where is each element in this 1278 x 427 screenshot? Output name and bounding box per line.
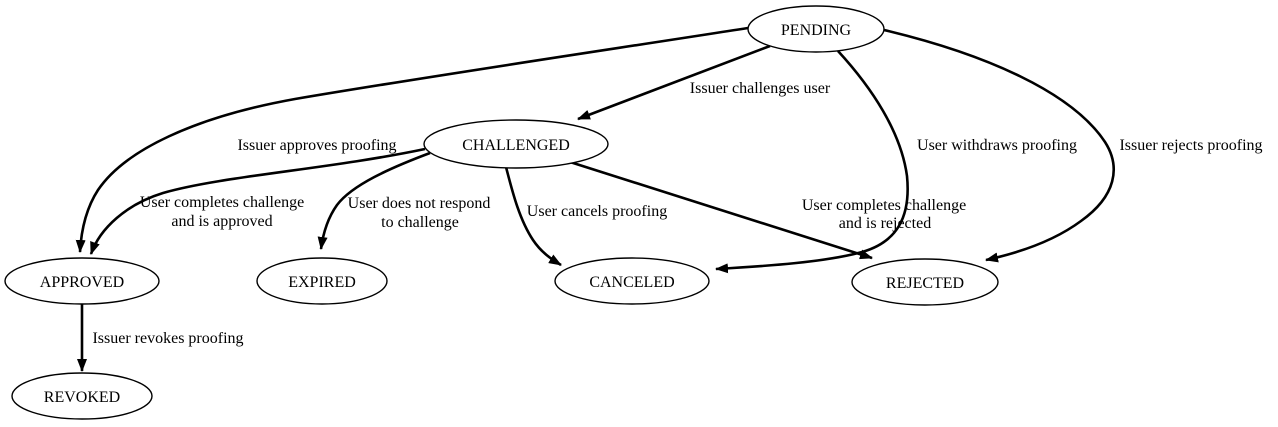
node-label-canceled: CANCELED (589, 274, 674, 291)
node-label-pending: PENDING (781, 22, 852, 39)
node-canceled-ellipse (554, 257, 710, 305)
node-challenged-ellipse (423, 119, 609, 169)
node-challenged: CHALLENGED (423, 119, 609, 169)
node-expired: EXPIRED (256, 257, 388, 305)
edge-label-user-completes-challenge-rejected-line1: User completes challenge (802, 197, 966, 214)
node-approved: APPROVED (4, 257, 160, 305)
edge-challenged-approved: User completes challenge and is approved (89, 147, 426, 255)
nodes-layer: PENDING CHALLENGED APPROVED EXPIRED CANC… (4, 5, 999, 420)
edge-label-user-completes-challenge-rejected-line2: and is rejected (839, 215, 931, 232)
edge-challenged-expired: User does not respond to challenge (317, 151, 491, 250)
node-rejected-ellipse (851, 258, 999, 306)
edge-label-user-withdraws-proofing: User withdraws proofing (917, 137, 1077, 154)
edge-label-issuer-rejects-proofing: Issuer rejects proofing (1119, 137, 1262, 154)
edge-label-user-cancels-proofing: User cancels proofing (527, 203, 667, 220)
node-rejected: REJECTED (851, 258, 999, 306)
node-pending: PENDING (747, 5, 885, 53)
edge-challenged-rejected: User completes challenge and is rejected (569, 160, 966, 260)
edge-pending-challenged: Issuer challenges user (577, 44, 831, 121)
edge-label-user-does-not-respond-line1: User does not respond (348, 195, 491, 212)
node-canceled: CANCELED (554, 257, 710, 305)
node-expired-ellipse (256, 257, 388, 305)
edge-label-issuer-challenges-user: Issuer challenges user (690, 80, 831, 97)
edge-challenged-canceled: User cancels proofing (504, 166, 667, 267)
node-revoked-ellipse (11, 372, 153, 420)
node-label-revoked: REVOKED (44, 389, 120, 406)
node-label-approved: APPROVED (40, 274, 124, 291)
node-label-rejected: REJECTED (886, 275, 964, 292)
node-approved-ellipse (4, 257, 160, 305)
edge-pending-rejected: Issuer rejects proofing (883, 28, 1263, 263)
edge-label-user-completes-challenge-approved-line1: User completes challenge (140, 194, 304, 211)
edge-pending-approved: Issuer approves proofing (75, 26, 749, 253)
edge-approved-revoked: Issuer revokes proofing (77, 304, 244, 372)
node-pending-ellipse (747, 5, 885, 53)
edge-label-user-completes-challenge-approved-line2: and is approved (171, 213, 272, 230)
node-label-challenged: CHALLENGED (462, 137, 570, 154)
edge-label-issuer-revokes-proofing: Issuer revokes proofing (92, 330, 243, 347)
edge-label-user-does-not-respond-line2: to challenge (381, 214, 459, 231)
edge-label-issuer-approves-proofing: Issuer approves proofing (237, 137, 396, 154)
edge-pending-canceled: User withdraws proofing (715, 50, 1077, 274)
node-label-expired: EXPIRED (288, 274, 356, 291)
edges-layer: Issuer challenges user Issuer approves p… (75, 26, 1263, 372)
node-revoked: REVOKED (11, 372, 153, 420)
